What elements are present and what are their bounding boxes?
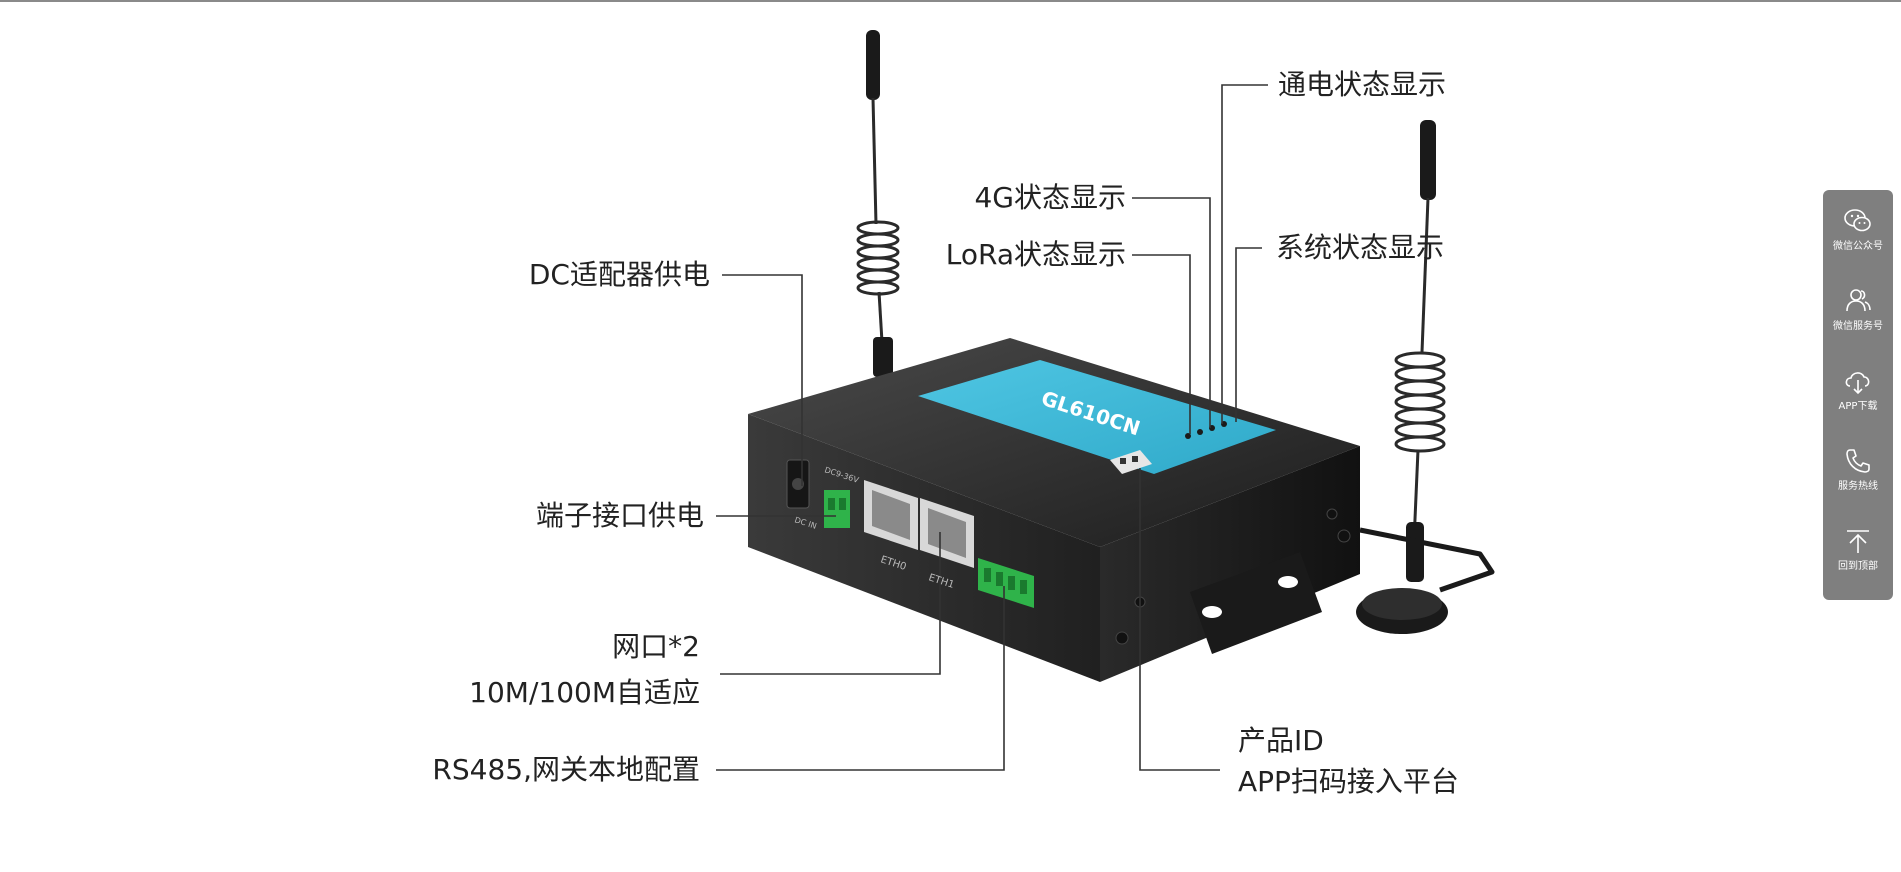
callout-product-id-line1: 产品ID xyxy=(1238,724,1324,757)
toolbar-back-to-top[interactable]: 回到顶部 xyxy=(1823,520,1893,600)
leader-power-status xyxy=(1221,84,1268,424)
back-to-top-icon xyxy=(1847,530,1869,553)
gateway-device xyxy=(748,338,1360,682)
callout-rs485: RS485,网关本地配置 xyxy=(432,753,700,786)
leader-4g-status xyxy=(1132,197,1211,428)
side-toolbar: 微信公众号 微信服务号 APP下载 服务热线 xyxy=(1823,190,1893,600)
callout-lora-status: LoRa状态显示 xyxy=(945,238,1126,271)
toolbar-wechat-official-label: 微信公众号 xyxy=(1833,241,1883,252)
callout-product-id-line2: APP扫码接入平台 xyxy=(1238,765,1459,798)
callout-dc-power: DC适配器供电 xyxy=(528,258,710,291)
wechat-icon xyxy=(1844,209,1871,232)
callout-system-status: 系统状态显示 xyxy=(1276,231,1445,264)
antenna-left xyxy=(856,30,900,377)
toolbar-service-hotline[interactable]: 服务热线 xyxy=(1823,440,1893,520)
leader-system-status xyxy=(1235,247,1262,422)
rs485-terminal xyxy=(978,558,1034,608)
callout-ethernet-line1: 网口*2 xyxy=(612,630,700,663)
toolbar-app-download[interactable]: APP下载 xyxy=(1823,360,1893,440)
dc-jack xyxy=(786,459,810,509)
power-terminal xyxy=(824,490,850,528)
toolbar-wechat-official[interactable]: 微信公众号 xyxy=(1823,200,1893,280)
phone-icon xyxy=(1846,449,1870,473)
leader-rs485 xyxy=(716,586,1005,771)
toolbar-app-download-label: APP下载 xyxy=(1838,401,1878,412)
leader-ethernet xyxy=(720,532,941,675)
toolbar-wechat-service-label: 微信服务号 xyxy=(1833,321,1883,332)
eth-ports xyxy=(864,480,974,568)
callout-terminal-power: 端子接口供电 xyxy=(535,499,704,532)
antenna-right xyxy=(1356,120,1495,634)
toolbar-wechat-service[interactable]: 微信服务号 xyxy=(1823,280,1893,360)
mounting-bracket xyxy=(1190,552,1322,654)
callout-ethernet-line2: 10M/100M自适应 xyxy=(469,676,700,709)
leader-product-id xyxy=(1139,468,1220,771)
toolbar-back-to-top-label: 回到顶部 xyxy=(1838,561,1878,572)
leader-lines xyxy=(716,84,1268,771)
users-icon xyxy=(1846,289,1871,312)
qr-code xyxy=(1110,450,1152,474)
callout-4g-status: 4G状态显示 xyxy=(974,181,1126,214)
leader-dc-power xyxy=(722,274,803,486)
leader-lora-status xyxy=(1132,254,1191,434)
toolbar-service-hotline-label: 服务热线 xyxy=(1838,481,1878,492)
cloud-download-icon xyxy=(1845,372,1870,395)
callout-power-status: 通电状态显示 xyxy=(1278,68,1447,101)
